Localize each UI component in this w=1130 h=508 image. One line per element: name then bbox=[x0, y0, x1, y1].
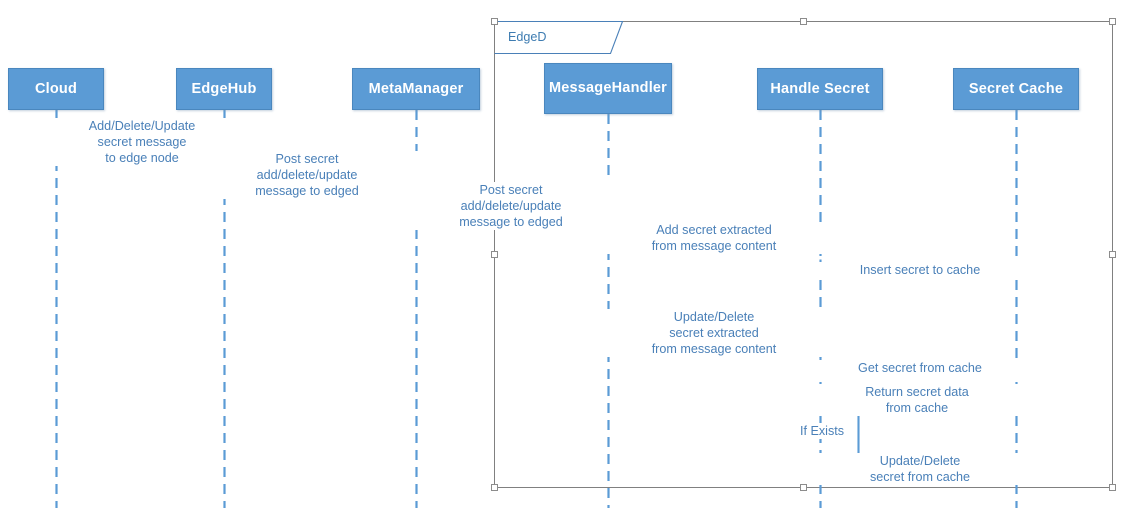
participant-label-line: Secret Cache bbox=[968, 80, 1064, 97]
handle-bottom-right[interactable] bbox=[1109, 484, 1116, 491]
participant-secret-cache[interactable]: Secret Cache bbox=[953, 68, 1079, 110]
participant-edgehub[interactable]: EdgeHub bbox=[176, 68, 272, 110]
frame-label-tab bbox=[494, 20, 624, 55]
handle-middle-left[interactable] bbox=[491, 251, 498, 258]
participant-label-line: MetaManager bbox=[368, 80, 464, 97]
handle-bottom-center[interactable] bbox=[800, 484, 807, 491]
participant-label-line: Cloud bbox=[34, 80, 78, 97]
participant-cloud[interactable]: Cloud bbox=[8, 68, 104, 110]
handle-bottom-left[interactable] bbox=[491, 484, 498, 491]
participant-handle-secret[interactable]: Handle Secret bbox=[757, 68, 883, 110]
participant-label-line: Handle Secret bbox=[770, 80, 870, 97]
participant-label-line: Handler bbox=[611, 80, 668, 96]
participant-label-line: Message bbox=[548, 80, 612, 96]
handle-middle-right[interactable] bbox=[1109, 251, 1116, 258]
participant-metamanager[interactable]: MetaManager bbox=[352, 68, 480, 110]
handle-top-center[interactable] bbox=[800, 18, 807, 25]
handle-top-right[interactable] bbox=[1109, 18, 1116, 25]
frame-label-edged: EdgeD bbox=[508, 30, 547, 44]
participant-label-line: EdgeHub bbox=[191, 80, 257, 97]
handle-top-left[interactable] bbox=[491, 18, 498, 25]
